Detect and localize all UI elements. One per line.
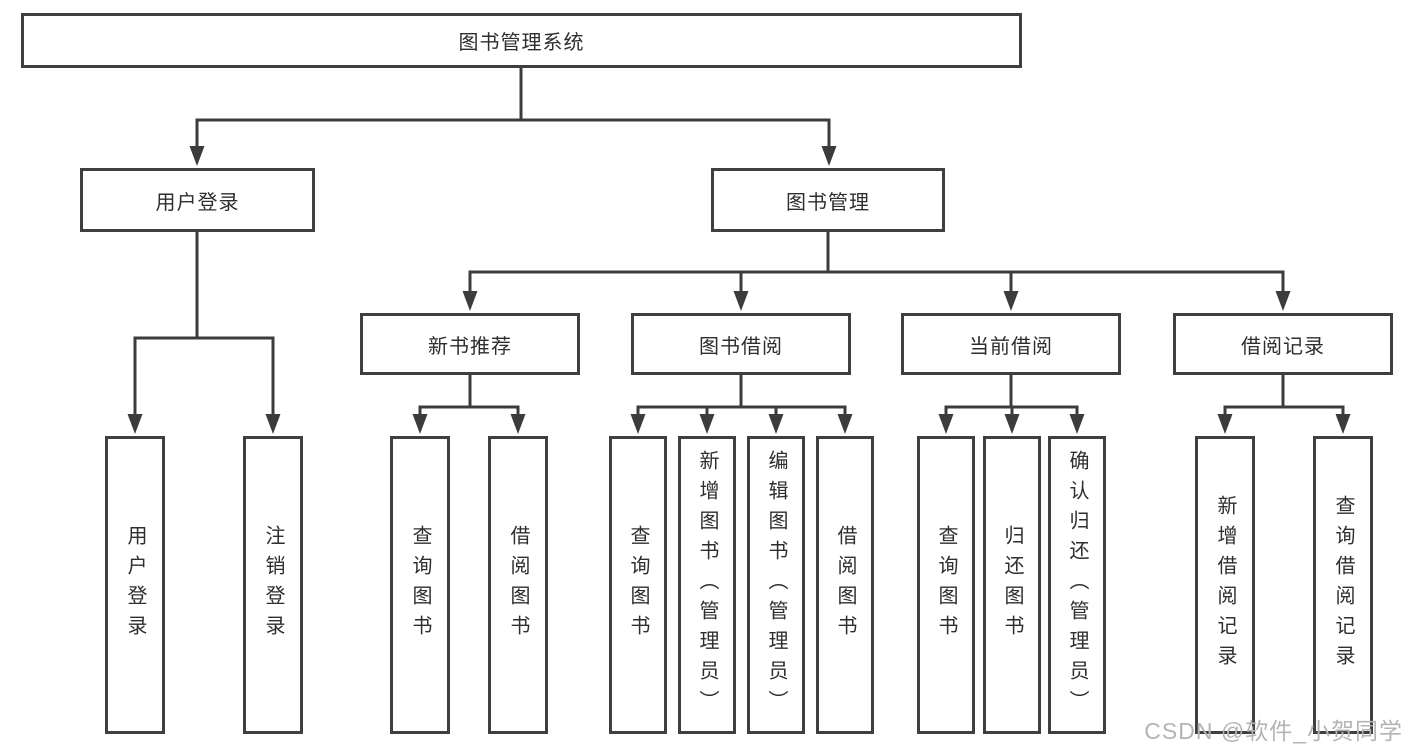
leaf-borrow-books-label: 借阅图书 (834, 525, 856, 645)
leaf-query-borrow-record: 查询借阅记录 (1313, 436, 1373, 734)
leaf-logout-label: 注销登录 (262, 525, 284, 645)
leaf-borrow-books-recommend: 借阅图书 (488, 436, 548, 734)
leaf-return-book: 归还图书 (983, 436, 1041, 734)
node-borrow-records: 借阅记录 (1173, 313, 1393, 375)
leaf-borrow-books-recommend-label: 借阅图书 (507, 525, 529, 645)
node-user-login: 用户登录 (80, 168, 315, 232)
node-borrow-records-label: 借阅记录 (1241, 335, 1325, 358)
leaf-add-book-admin: 新增图书（管理员） (678, 436, 736, 734)
node-new-book-recommend-label: 新书推荐 (428, 335, 512, 358)
leaf-add-book-admin-label: 新增图书（管理员） (696, 450, 718, 720)
node-book-management: 图书管理 (711, 168, 945, 232)
leaf-query-books-current-label: 查询图书 (935, 525, 957, 645)
leaf-add-borrow-record-label: 新增借阅记录 (1214, 495, 1236, 675)
leaf-query-books-recommend-label: 查询图书 (409, 525, 431, 645)
leaf-user-login-label: 用户登录 (124, 525, 146, 645)
leaf-query-books-borrow-label: 查询图书 (627, 525, 649, 645)
leaf-query-books-recommend: 查询图书 (390, 436, 450, 734)
node-book-management-label: 图书管理 (786, 191, 870, 214)
node-root: 图书管理系统 (21, 13, 1022, 68)
node-book-borrow-label: 图书借阅 (699, 335, 783, 358)
leaf-edit-book-admin-label: 编辑图书（管理员） (765, 450, 787, 720)
node-user-login-label: 用户登录 (155, 191, 240, 214)
leaf-query-books-current: 查询图书 (917, 436, 975, 734)
leaf-confirm-return-admin: 确认归还（管理员） (1048, 436, 1106, 734)
arrowheads (127, 146, 1351, 434)
node-current-borrow: 当前借阅 (901, 313, 1121, 375)
node-book-borrow: 图书借阅 (631, 313, 851, 375)
node-new-book-recommend: 新书推荐 (360, 313, 580, 375)
leaf-query-books-borrow: 查询图书 (609, 436, 667, 734)
leaf-return-book-label: 归还图书 (1001, 525, 1023, 645)
leaf-add-borrow-record: 新增借阅记录 (1195, 436, 1255, 734)
node-current-borrow-label: 当前借阅 (969, 335, 1053, 358)
leaf-user-login: 用户登录 (105, 436, 165, 734)
leaf-borrow-books: 借阅图书 (816, 436, 874, 734)
leaf-query-borrow-record-label: 查询借阅记录 (1332, 495, 1354, 675)
node-root-label: 图书管理系统 (458, 32, 585, 54)
csdn-watermark: CSDN @软件_小贺同学 (1144, 718, 1403, 744)
leaf-edit-book-admin: 编辑图书（管理员） (747, 436, 805, 734)
leaf-confirm-return-admin-label: 确认归还（管理员） (1066, 450, 1088, 720)
leaf-logout: 注销登录 (243, 436, 303, 734)
